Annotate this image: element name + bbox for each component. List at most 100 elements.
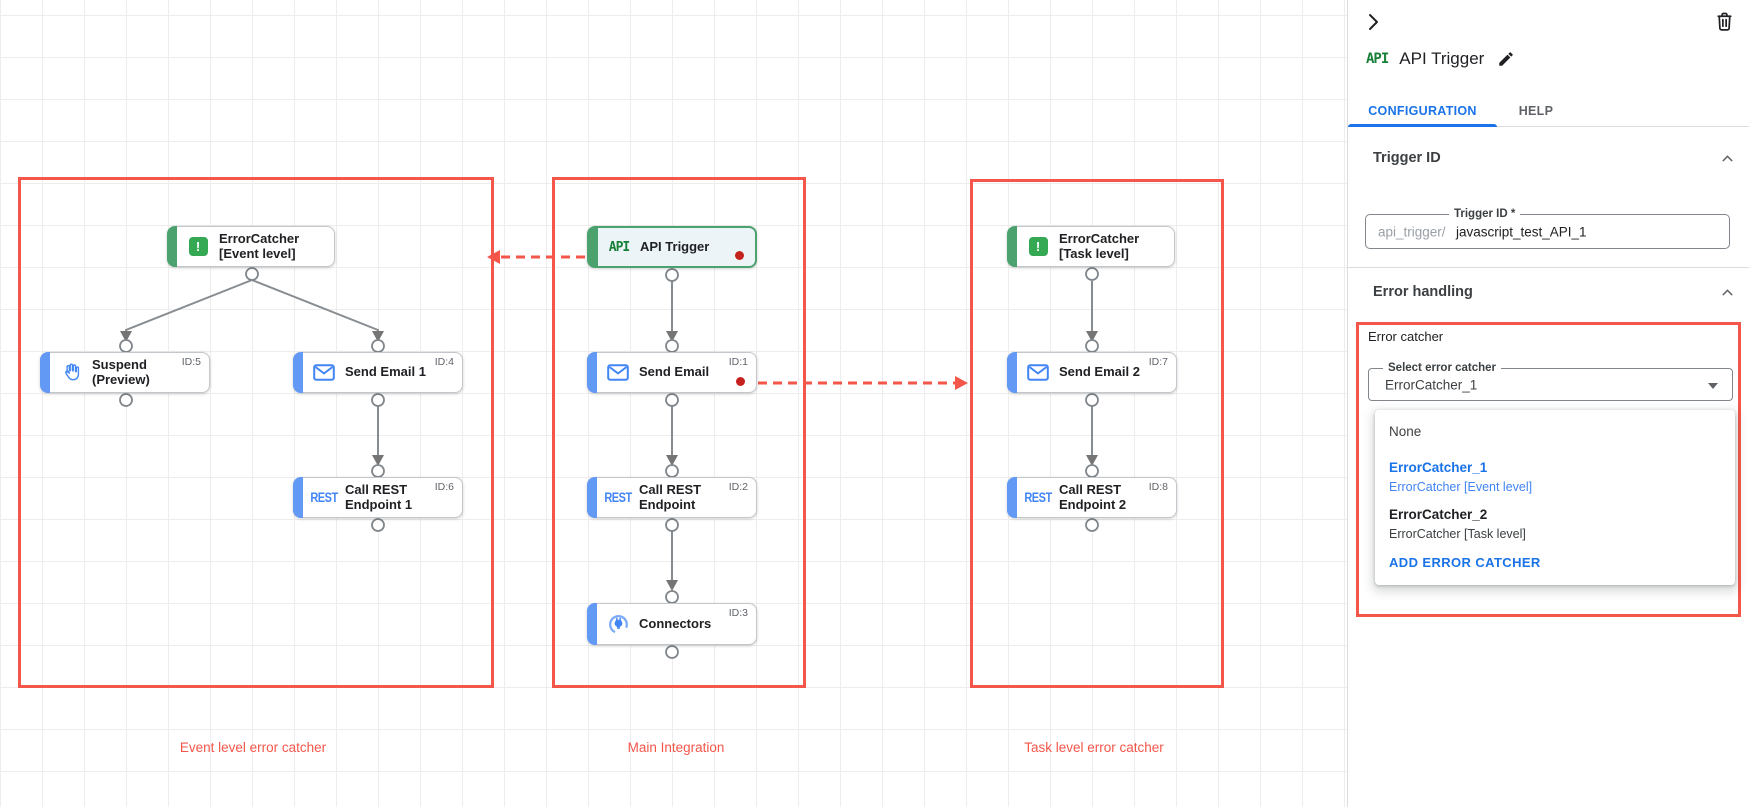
node-id-badge: ID:6 [434, 481, 454, 493]
rest-icon: REST [310, 490, 338, 505]
node-subtitle: [Event level] [219, 245, 296, 261]
node-subtitle: [Task level] [1059, 245, 1129, 261]
error-catcher-label: Error catcher [1368, 329, 1444, 344]
node-title: Call REST [1059, 481, 1122, 497]
node-accent-bar [1007, 477, 1017, 518]
node-error-catcher-event-level[interactable]: ! ErrorCatcher[Event level] [167, 226, 335, 267]
email-icon [1026, 364, 1050, 381]
node-title: Call REST [345, 481, 408, 497]
dropdown-caret-icon [1708, 383, 1718, 389]
email-icon [312, 364, 336, 381]
task-level-group-label: Task level error catcher [1024, 740, 1164, 755]
node-title: Send Email 1 [345, 364, 426, 380]
node-accent-bar [293, 352, 303, 393]
node-id-badge: ID:4 [434, 356, 454, 368]
node-id-badge: ID:3 [728, 607, 748, 619]
node-suspend[interactable]: Suspend(Preview) ID:5 [40, 352, 210, 393]
node-subtitle: Endpoint [639, 496, 696, 512]
node-subtitle: Endpoint 1 [345, 496, 413, 512]
option-none[interactable]: None [1389, 424, 1422, 439]
node-id-badge: ID:7 [1148, 356, 1168, 368]
node-title: Send Email 2 [1059, 364, 1140, 380]
collapse-section-icon[interactable] [1719, 150, 1736, 172]
event-level-group-label: Event level error catcher [179, 740, 327, 755]
panel-title: API Trigger [1399, 49, 1485, 68]
select-error-catcher-field[interactable]: Select error catcher ErrorCatcher_1 [1368, 361, 1733, 401]
node-error-catcher-task-level[interactable]: ! ErrorCatcher[Task level] [1007, 226, 1175, 267]
option-subtitle: ErrorCatcher [Event level] [1389, 480, 1533, 494]
select-error-catcher-label: Select error catcher [1383, 361, 1502, 375]
node-title: ErrorCatcher [219, 230, 300, 246]
error-catcher-icon: ! [186, 237, 210, 256]
node-accent-bar [1007, 226, 1017, 267]
api-trigger-badge-icon: API [1366, 51, 1389, 67]
node-id-badge: ID:1 [728, 356, 748, 368]
config-panel: API API Trigger CONFIGURATION HELP Trigg… [1347, 0, 1749, 807]
panel-tabs: CONFIGURATION HELP [1348, 96, 1749, 127]
select-error-catcher-value: ErrorCatcher_1 [1385, 377, 1478, 392]
node-id-badge: ID:8 [1148, 481, 1168, 493]
node-title: API Trigger [640, 238, 710, 254]
rest-icon: REST [604, 490, 632, 505]
option-title: ErrorCatcher_2 [1389, 507, 1488, 522]
panel-title-row: API API Trigger [1366, 44, 1515, 74]
node-accent-bar [40, 352, 50, 393]
error-catcher-icon: ! [1026, 237, 1050, 256]
collapse-section-icon[interactable] [1719, 284, 1736, 306]
node-title: Connectors [639, 615, 712, 631]
error-catcher-annotation-box: Error catcher Select error catcher Error… [1356, 322, 1741, 617]
section-error-handling-header[interactable]: Error handling [1373, 284, 1473, 300]
delete-trigger-icon[interactable] [1713, 10, 1736, 38]
tab-help[interactable]: HELP [1518, 104, 1554, 118]
node-title: ErrorCatcher [1059, 230, 1140, 246]
node-title: Suspend [92, 356, 147, 372]
task-level-group-box [970, 179, 1224, 688]
connectors-icon [606, 614, 630, 635]
node-accent-bar [587, 603, 597, 645]
node-send-email-2[interactable]: Send Email 2 ID:7 [1007, 352, 1177, 393]
suspend-hand-icon [59, 362, 83, 383]
node-subtitle: Endpoint 2 [1059, 496, 1127, 512]
node-accent-bar [587, 352, 597, 393]
trigger-id-value[interactable]: javascript_test_API_1 [1456, 224, 1587, 239]
rest-icon: REST [1024, 490, 1052, 505]
node-connectors[interactable]: Connectors ID:3 [587, 603, 757, 645]
add-error-catcher-button[interactable]: ADD ERROR CATCHER [1389, 555, 1541, 570]
node-title: Send Email [639, 364, 710, 380]
integration-canvas[interactable]: ! ErrorCatcher[Event level] Suspend(Prev… [0, 0, 1347, 807]
option-title: ErrorCatcher_1 [1389, 460, 1488, 475]
node-accent-bar [293, 477, 303, 518]
trigger-id-field-label: Trigger ID * [1449, 207, 1521, 221]
trigger-id-prefix: api_trigger/ [1378, 224, 1446, 239]
node-send-email-1[interactable]: Send Email 1 ID:4 [293, 352, 463, 393]
node-send-email[interactable]: Send Email ID:1 [587, 352, 757, 393]
error-catcher-dot [735, 251, 744, 260]
collapse-panel-icon[interactable] [1361, 10, 1385, 39]
node-accent-bar [1007, 352, 1017, 393]
node-title: Call REST [639, 481, 702, 497]
section-trigger-id-header[interactable]: Trigger ID [1373, 150, 1441, 166]
email-icon [606, 364, 630, 381]
node-api-trigger[interactable]: API API Trigger [587, 226, 757, 268]
error-catcher-dot [736, 377, 745, 386]
main-integration-group-box [552, 177, 806, 688]
node-accent-bar [587, 477, 597, 518]
node-accent-bar [588, 227, 598, 267]
api-icon: API [608, 239, 631, 255]
node-id-badge: ID:5 [181, 356, 201, 368]
tab-configuration[interactable]: CONFIGURATION [1348, 96, 1497, 127]
node-accent-bar [167, 226, 177, 267]
trigger-id-field[interactable]: Trigger ID * api_trigger/ javascript_tes… [1365, 207, 1730, 249]
node-subtitle: (Preview) [92, 371, 150, 387]
option-subtitle: ErrorCatcher [Task level] [1389, 527, 1526, 541]
error-catcher-dropdown-menu: None ErrorCatcher_1 ErrorCatcher [Event … [1375, 410, 1735, 585]
event-level-group-box [18, 177, 494, 688]
edges-layer [119, 250, 1099, 659]
main-integration-group-label: Main Integration [627, 740, 725, 755]
edit-title-pencil-icon[interactable] [1497, 50, 1515, 68]
section-divider [1348, 267, 1749, 268]
node-id-badge: ID:2 [728, 481, 748, 493]
